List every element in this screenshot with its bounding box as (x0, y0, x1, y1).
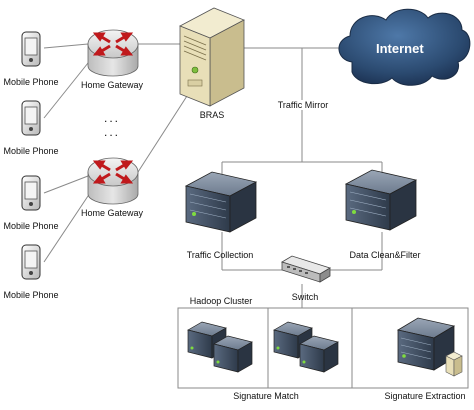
cluster-servers-left (187, 321, 253, 373)
label-mobile-phone-4: Mobile Phone (3, 290, 59, 300)
small-tower-icon (445, 351, 463, 377)
link-gateway2-bras (137, 81, 197, 173)
internet-cloud-icon (338, 8, 471, 86)
link-phone4-gateway2 (43, 189, 93, 263)
phone-icon (21, 31, 41, 67)
label-home-gateway-1: Home Gateway (80, 80, 144, 90)
label-signature-match: Signature Match (233, 391, 299, 401)
link-phone3-gateway2 (43, 175, 89, 194)
bras-server-icon (179, 7, 245, 107)
label-signature-extraction: Signature Extraction (384, 391, 466, 401)
label-switch: Switch (291, 292, 319, 302)
rack-server-icon (344, 169, 418, 231)
ellipsis-2: ... (104, 125, 121, 139)
label-mobile-phone-1: Mobile Phone (3, 77, 59, 87)
label-traffic-collection: Traffic Collection (186, 250, 254, 260)
link-phone2-gateway1 (43, 57, 93, 119)
label-bras: BRAS (199, 110, 225, 120)
router-icon (87, 29, 139, 77)
label-internet: Internet (376, 41, 424, 56)
rack-server-icon (299, 335, 339, 373)
connection-lines (43, 43, 383, 308)
rack-server-icon (184, 171, 258, 233)
cluster-server-right (396, 317, 456, 371)
cluster-servers-middle (273, 321, 339, 373)
label-data-clean-filter: Data Clean&Filter (349, 250, 421, 260)
phone-icon (21, 244, 41, 280)
rack-server-icon (213, 335, 253, 373)
label-mobile-phone-2: Mobile Phone (3, 146, 59, 156)
phone-icon (21, 175, 41, 211)
label-mobile-phone-3: Mobile Phone (3, 221, 59, 231)
ellipsis-1: ... (104, 111, 121, 125)
label-traffic-mirror: Traffic Mirror (276, 100, 330, 110)
link-phone1-gateway1 (43, 43, 89, 49)
label-hadoop-cluster: Hadoop Cluster (189, 296, 253, 306)
label-home-gateway-2: Home Gateway (80, 208, 144, 218)
router-icon (87, 157, 139, 205)
phone-icon (21, 100, 41, 136)
hadoop-cluster-box (177, 307, 469, 389)
switch-icon (281, 255, 331, 283)
